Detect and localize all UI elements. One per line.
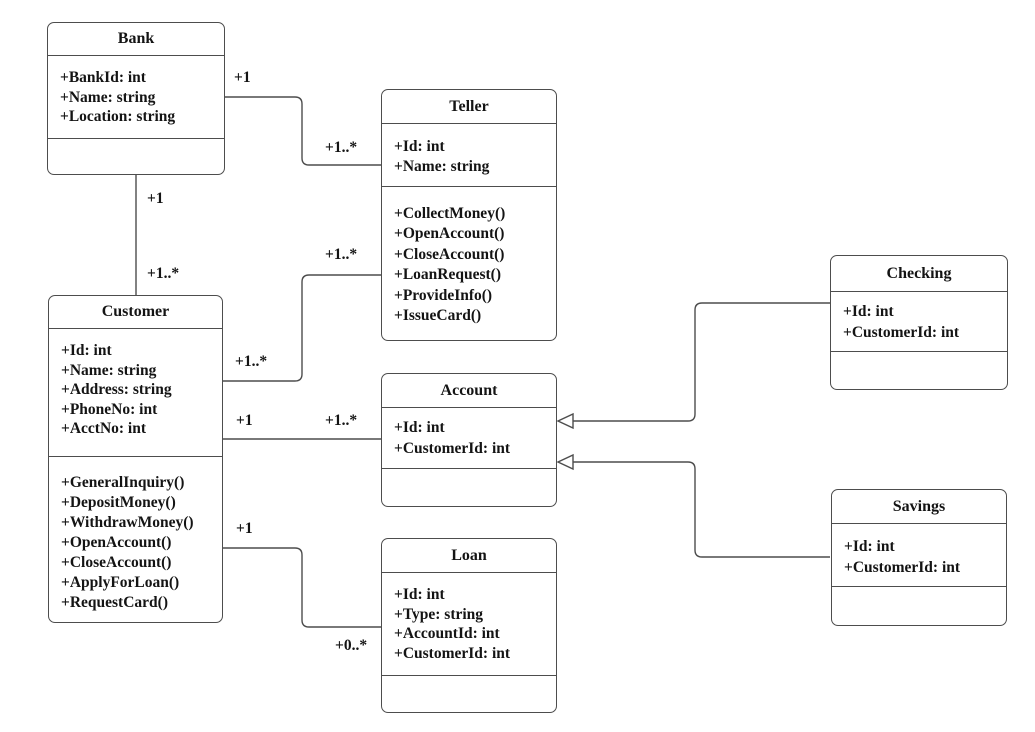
methods-section-empty [48,139,224,174]
methods-section: +CollectMoney() +OpenAccount() +CloseAcc… [382,187,556,340]
attribute-row: +Address: string [61,381,172,399]
generalization-arrowhead-savings [556,453,574,471]
multiplicity-label-customer-account-target: +1..* [325,412,358,429]
method-row: +OpenAccount() [61,534,172,551]
attribute-row: +Name: string [394,157,490,175]
methods-section-empty [831,352,1007,389]
multiplicity-label-customer-loan-target: +0..* [335,637,368,654]
attributes-section: +Id: int +Type: string +AccountId: int +… [382,573,556,676]
method-row: +CollectMoney() [394,205,506,222]
attributes-section: +Id: int +Name: string +Address: string … [49,329,222,457]
attribute-row: +Type: string [394,605,484,623]
class-name: Teller [382,90,556,124]
class-name: Customer [49,296,222,329]
attribute-row: +Id: int [61,342,112,359]
multiplicity-label-bank-customer-source: +1 [147,190,164,207]
attribute-row: +Location: string [60,108,176,126]
class-name: Loan [382,539,556,573]
class-name: Account [382,374,556,408]
methods-section-empty [382,469,556,506]
method-row: +DepositMoney() [61,494,176,511]
association-bank-teller [224,96,381,166]
multiplicity-label-customer-loan-source: +1 [236,520,253,537]
class-name: Checking [831,256,1007,292]
class-name: Savings [832,490,1006,524]
class-name: Bank [48,23,224,56]
attribute-row: +AcctNo: int [61,420,147,438]
methods-section: +GeneralInquiry() +DepositMoney() +Withd… [49,457,222,622]
attribute-row: +CustomerId: int [394,440,511,457]
attributes-section: +Id: int +Name: string [382,124,556,187]
method-row: +GeneralInquiry() [61,474,185,491]
multiplicity-label-bank-teller-target: +1..* [325,139,358,156]
attributes-section: +Id: int +CustomerId: int [831,292,1007,352]
association-customer-loan [223,547,381,628]
methods-section-empty [832,587,1006,625]
attribute-row: +Name: string [61,361,157,379]
method-row: +ProvideInfo() [394,286,493,304]
attribute-row: +Name: string [60,88,156,106]
multiplicity-label-customer-teller-source: +1..* [235,353,268,370]
generalization-checking-account-line [573,302,830,422]
method-row: +IssueCard() [394,307,482,325]
generalization-savings-account-line [573,461,830,558]
attribute-row: +Id: int [844,538,895,555]
method-row: +RequestCard() [61,594,168,611]
multiplicity-label-bank-teller-source: +1 [234,69,251,86]
method-row: +ApplyForLoan() [61,574,180,591]
attribute-row: +AccountId: int [394,625,500,643]
class-box-account: Account +Id: int +CustomerId: int [381,373,557,507]
method-row: +OpenAccount() [394,225,505,243]
multiplicity-label-bank-customer-target: +1..* [147,265,180,282]
attribute-row: +PhoneNo: int [61,400,158,418]
attributes-section: +Id: int +CustomerId: int [382,408,556,469]
attributes-section: +Id: int +CustomerId: int [832,524,1006,587]
multiplicity-label-customer-account-source: +1 [236,412,253,429]
method-row: +WithdrawMoney() [61,514,194,531]
class-box-savings: Savings +Id: int +CustomerId: int [831,489,1007,626]
methods-section-empty [382,676,556,712]
class-box-loan: Loan +Id: int +Type: string +AccountId: … [381,538,557,713]
attribute-row: +Id: int [394,586,445,603]
generalization-arrowhead-checking [556,412,574,430]
class-box-customer: Customer +Id: int +Name: string +Address… [48,295,223,623]
method-row: +CloseAccount() [394,245,505,263]
class-box-teller: Teller +Id: int +Name: string +CollectMo… [381,89,557,341]
attribute-row: +CustomerId: int [843,324,960,341]
class-box-bank: Bank +BankId: int +Name: string +Locatio… [47,22,225,175]
class-box-checking: Checking +Id: int +CustomerId: int [830,255,1008,390]
attribute-row: +BankId: int [60,69,146,86]
attribute-row: +CustomerId: int [844,559,961,576]
attribute-row: +Id: int [843,303,894,320]
method-row: +LoanRequest() [394,266,502,284]
method-row: +CloseAccount() [61,554,172,571]
attributes-section: +BankId: int +Name: string +Location: st… [48,56,224,139]
attribute-row: +CustomerId: int [394,644,511,662]
multiplicity-label-customer-teller-target: +1..* [325,246,358,263]
attribute-row: +Id: int [394,419,445,436]
attribute-row: +Id: int [394,138,445,155]
